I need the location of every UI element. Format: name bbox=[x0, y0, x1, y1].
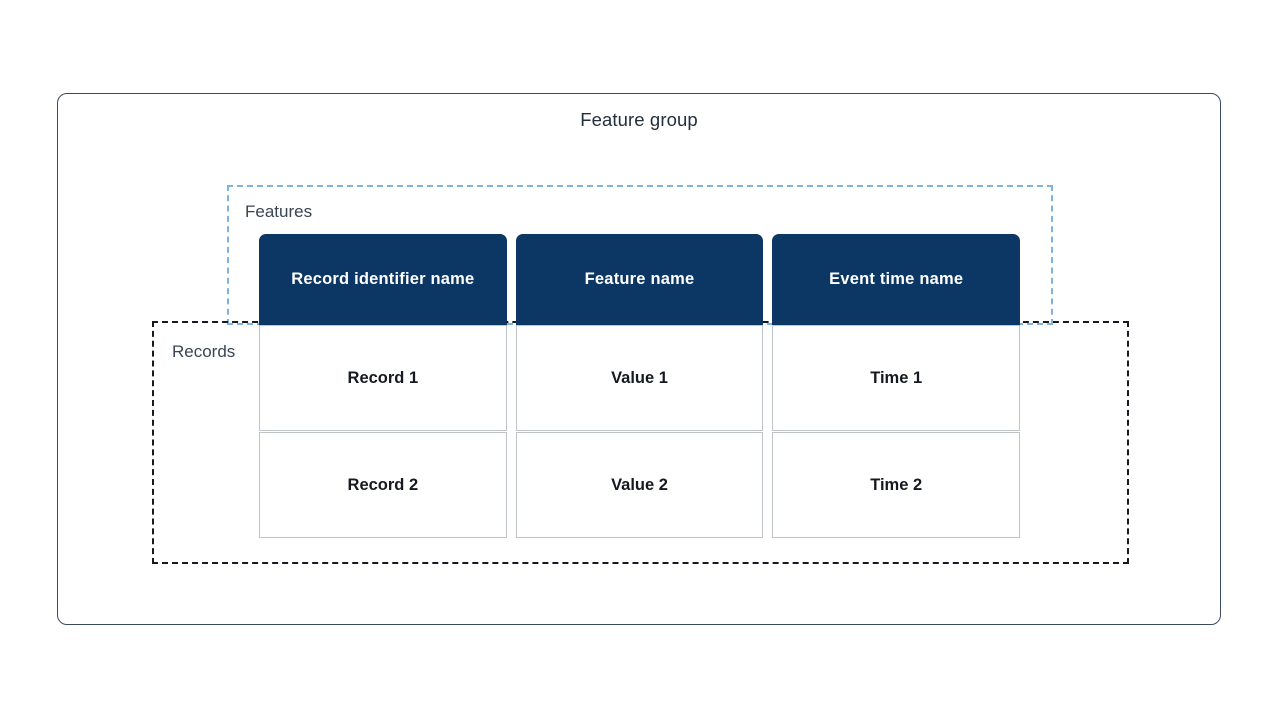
table-cell-record-1: Record 1 bbox=[259, 325, 507, 431]
table-cell-record-2: Record 2 bbox=[259, 432, 507, 538]
column-header-event-time-name: Event time name bbox=[772, 234, 1021, 325]
table-cell-value-1: Value 1 bbox=[515, 325, 764, 431]
records-group-label: Records bbox=[172, 342, 236, 361]
column-header-feature-name: Feature name bbox=[515, 234, 764, 325]
feature-group-title: Feature group bbox=[580, 109, 698, 130]
table-column-feature-name: Feature name Value 1 Value 2 bbox=[515, 234, 764, 538]
table-column-record-identifier: Record identifier name Record 1 Record 2 bbox=[259, 234, 507, 538]
column-header-record-identifier-name: Record identifier name bbox=[259, 234, 507, 325]
table-cell-time-1: Time 1 bbox=[772, 325, 1021, 431]
table-column-event-time-name: Event time name Time 1 Time 2 bbox=[772, 234, 1021, 538]
table-cell-time-2: Time 2 bbox=[772, 432, 1021, 538]
table-cell-value-2: Value 2 bbox=[515, 432, 764, 538]
features-group-label: Features bbox=[245, 202, 313, 221]
feature-table: Record identifier name Record 1 Record 2… bbox=[259, 234, 1021, 538]
